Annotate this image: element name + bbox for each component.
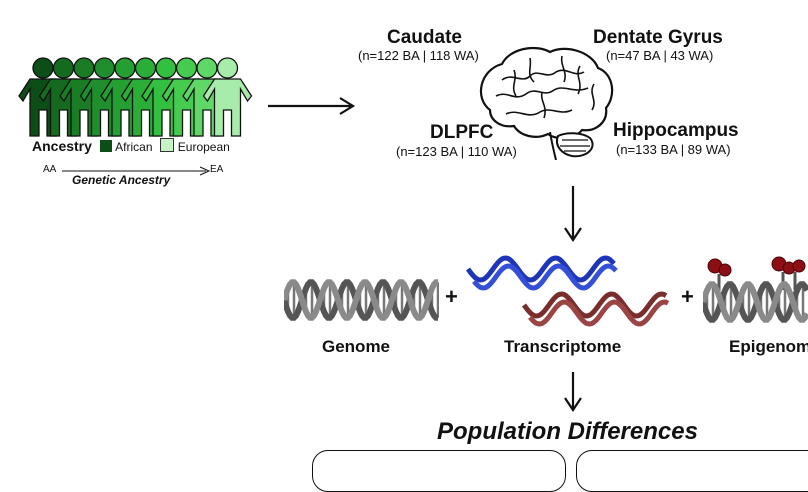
ancestry-legend-title: Ancestry — [32, 138, 92, 154]
dentate-gyrus-n: (n=47 BA | 43 WA) — [606, 48, 714, 63]
axis-left-label: AA — [43, 164, 57, 175]
dentate-gyrus-title: Dentate Gyrus — [593, 27, 723, 48]
ancestry-legend: Ancestry African European — [32, 138, 230, 154]
people-group-icon — [18, 57, 253, 137]
brain-icon — [480, 46, 614, 160]
down-arrow-icon — [564, 186, 582, 242]
hippocampus-n: (n=133 BA | 89 WA) — [616, 142, 731, 157]
ancestry-axis-arrow — [62, 166, 210, 176]
down-arrow-icon — [564, 372, 582, 412]
transcriptome-label: Transcriptome — [504, 337, 622, 356]
result-box-right — [576, 450, 808, 492]
right-arrow-icon — [268, 97, 356, 115]
genome-dna-icon — [284, 279, 439, 321]
caudate-title: Caudate — [387, 27, 462, 48]
population-differences-title: Population Differences — [437, 418, 698, 445]
plus-sign: + — [445, 284, 458, 309]
legend-african-label: African — [115, 140, 153, 154]
african-swatch — [99, 140, 112, 152]
axis-right-label: EA — [210, 164, 224, 175]
european-swatch — [160, 138, 175, 152]
epigenome-dna-icon — [703, 256, 808, 323]
legend-european-label: European — [177, 140, 230, 154]
result-box-left — [312, 450, 566, 492]
genetic-ancestry-label: Genetic Ancestry — [72, 173, 171, 187]
genome-label: Genome — [322, 337, 391, 356]
epigenome-label: Epigenome — [729, 337, 808, 356]
plus-sign: + — [681, 284, 694, 309]
hippocampus-title: Hippocampus — [613, 120, 739, 141]
dlpfc-n: (n=123 BA | 110 WA) — [396, 144, 517, 159]
transcriptome-rna-icon — [466, 255, 670, 327]
dlpfc-title: DLPFC — [430, 122, 494, 143]
caudate-n: (n=122 BA | 118 WA) — [358, 48, 479, 63]
